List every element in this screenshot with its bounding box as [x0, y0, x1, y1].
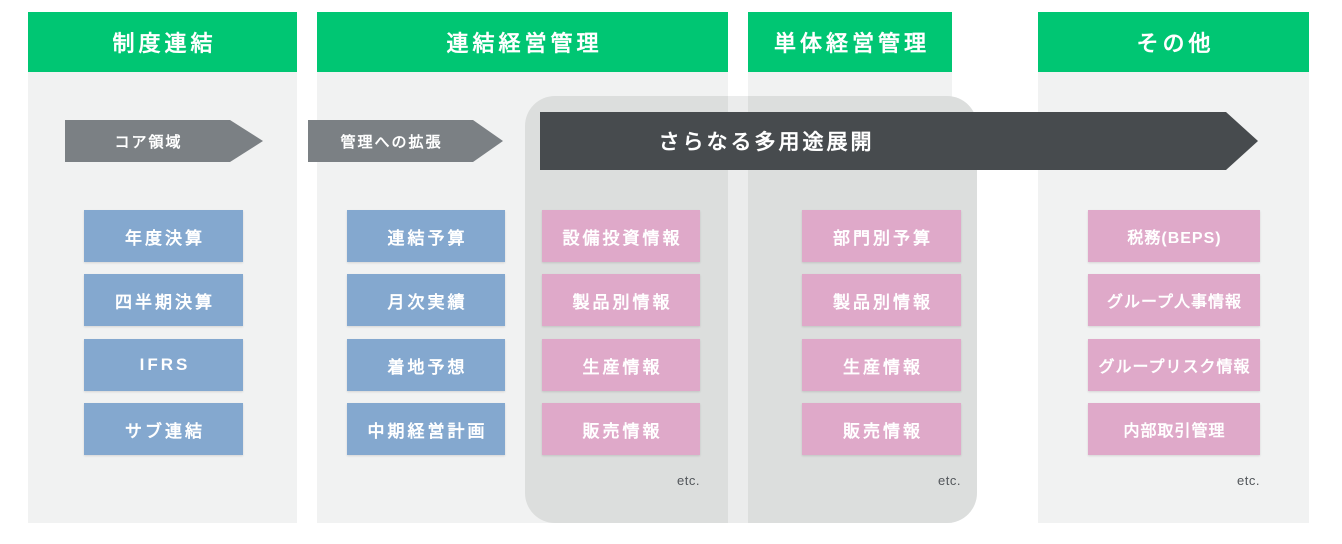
feature-box-production-info: 生産情報	[542, 339, 700, 391]
feature-box-group-hr-info: グループ人事情報	[1088, 274, 1260, 326]
header-statutory-label: 制度連結	[112, 31, 217, 56]
multi-use-expansion-arrow-label: さらなる多用途展開	[658, 131, 875, 154]
header-other: その他	[1038, 12, 1309, 72]
mgmt-extension-arrow-label: 管理への拡張	[340, 133, 443, 151]
etc-label: etc.	[1237, 473, 1260, 488]
core-area-arrow-label: コア領域	[114, 133, 183, 151]
multi-use-expansion-arrow: さらなる多用途展開	[540, 112, 1258, 170]
feature-box-monthly-actuals: 月次実績	[347, 274, 505, 326]
multi-use-zone-gap	[728, 96, 748, 523]
feature-box-sub-consolidation: サブ連結	[84, 403, 243, 455]
feature-box-capex-info: 設備投資情報	[542, 210, 700, 262]
feature-box-tax-beps: 税務(BEPS)	[1088, 210, 1260, 262]
etc-label: etc.	[938, 473, 961, 488]
header-consolidated-mgmt: 連結経営管理	[317, 12, 728, 72]
feature-box-product-info: 製品別情報	[542, 274, 700, 326]
etc-label: etc.	[677, 473, 700, 488]
feature-box-sales-info: 販売情報	[542, 403, 700, 455]
mgmt-extension-arrow: 管理への拡張	[308, 120, 503, 162]
feature-box-ifrs: IFRS	[84, 339, 243, 391]
header-standalone-mgmt: 単体経営管理	[748, 12, 952, 72]
feature-box-consolidated-budget: 連結予算	[347, 210, 505, 262]
feature-box-group-risk-info: グループリスク情報	[1088, 339, 1260, 391]
feature-box-annual-closing: 年度決算	[84, 210, 243, 262]
feature-box-production-info-2: 生産情報	[802, 339, 961, 391]
feature-box-landing-forecast: 着地予想	[347, 339, 505, 391]
header-statutory: 制度連結	[28, 12, 297, 72]
feature-box-product-info-2: 製品別情報	[802, 274, 961, 326]
feature-box-dept-budget: 部門別予算	[802, 210, 961, 262]
core-area-arrow: コア領域	[65, 120, 263, 162]
feature-box-quarterly-closing: 四半期決算	[84, 274, 243, 326]
feature-box-intercompany: 内部取引管理	[1088, 403, 1260, 455]
feature-box-sales-info-2: 販売情報	[802, 403, 961, 455]
header-standalone-mgmt-label: 単体経営管理	[773, 31, 930, 56]
header-other-label: その他	[1136, 31, 1215, 56]
header-consolidated-mgmt-label: 連結経営管理	[446, 31, 603, 56]
feature-box-midterm-plan: 中期経営計画	[347, 403, 505, 455]
